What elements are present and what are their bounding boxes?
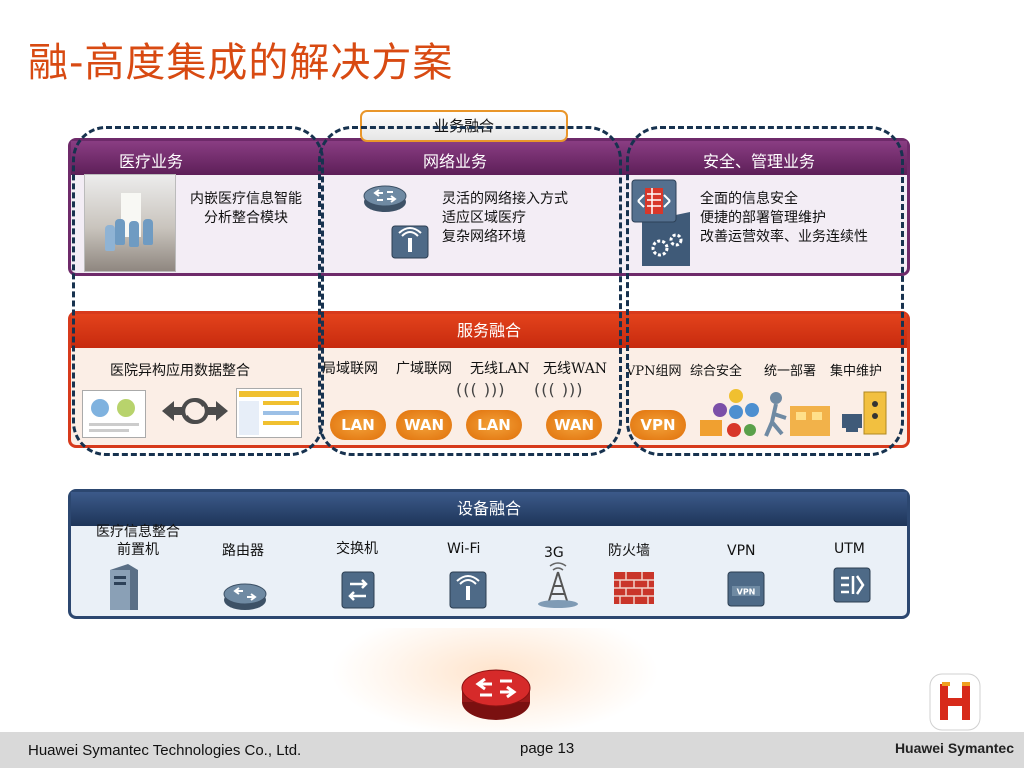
wireless-lan-label: 无线LAN xyxy=(470,361,530,377)
wireless-waves-icon: ((( ))) xyxy=(534,380,584,399)
security-desc-line3: 改善运营效率、业务连续性 xyxy=(700,229,868,245)
utm-device-icon xyxy=(833,567,871,603)
medical-integration-label: 医院异构应用数据整合 xyxy=(110,363,250,379)
network-desc-line1: 灵活的网络接入方式 xyxy=(442,191,568,207)
medical-business-title: 医疗业务 xyxy=(119,152,184,171)
vpn-networking-label: VPN组网 xyxy=(626,364,682,379)
antenna-tower-icon xyxy=(538,562,578,608)
footer-bar: Huawei Symantec Technologies Co., Ltd. p… xyxy=(0,732,1024,768)
medical-data-thumbnail-left xyxy=(82,390,146,438)
integrated-security-label: 综合安全 xyxy=(690,364,743,379)
wireless-waves-icon: ((( ))) xyxy=(456,380,506,399)
security-desc-line2: 便捷的部署管理维护 xyxy=(700,210,826,226)
page-title: 融-高度集成的解决方案 xyxy=(28,40,454,86)
wan-cloud: WAN xyxy=(396,402,452,440)
vpn-label: VPN xyxy=(727,543,756,559)
vpn-device-icon: VPN xyxy=(727,571,765,607)
medical-desc-line1: 内嵌医疗信息智能 xyxy=(190,191,302,207)
brand-name: Huawei Symantec xyxy=(894,740,1014,756)
network-desc-line2: 适应区域医疗 xyxy=(442,210,526,226)
integrated-security-icon xyxy=(700,389,759,437)
medical-frontend-label-line1: 医疗信息整合 xyxy=(96,524,180,540)
business-panel: 医疗业务 网络业务 安全、管理业务 xyxy=(68,138,910,276)
security-business-title: 安全、管理业务 xyxy=(703,152,816,171)
hospital-corridor-image xyxy=(84,174,176,272)
router-label: 路由器 xyxy=(222,543,264,559)
router-icon xyxy=(223,583,267,610)
medical-data-thumbnail-right xyxy=(236,388,302,438)
business-bar: 医疗业务 网络业务 安全、管理业务 xyxy=(71,141,907,175)
router-icon xyxy=(363,185,407,212)
unified-deployment-icon xyxy=(764,392,830,437)
wireless-wan-label: 无线WAN xyxy=(543,361,608,377)
network-desc-line3: 复杂网络环境 xyxy=(442,229,526,245)
unified-deployment-label: 统一部署 xyxy=(764,364,817,379)
device-bar: 设备融合 xyxy=(71,492,907,526)
wireless-wan-cloud: WAN xyxy=(546,402,602,440)
switch-label: 交换机 xyxy=(336,541,378,557)
central-router-icon xyxy=(461,669,531,720)
firewall-icon xyxy=(614,572,654,604)
vpn-cloud: VPN xyxy=(630,402,686,440)
medical-frontend-label-line2: 前置机 xyxy=(117,542,159,558)
footer-company: Huawei Symantec Technologies Co., Ltd. xyxy=(28,742,302,759)
security-desc-line1: 全面的信息安全 xyxy=(700,191,798,207)
utm-label: UTM xyxy=(834,541,865,557)
firewall-label: 防火墙 xyxy=(608,543,650,559)
wireless-lan-cloud: LAN xyxy=(466,402,522,440)
medical-desc-line2: 分析整合模块 xyxy=(204,210,288,226)
wifi-access-point-icon xyxy=(449,571,487,609)
wide-network-label: 广域联网 xyxy=(396,361,452,377)
network-business-title: 网络业务 xyxy=(423,152,488,171)
svg-text:VPN: VPN xyxy=(737,588,756,597)
local-network-label: 局域联网 xyxy=(322,361,378,377)
wifi-label: Wi-Fi xyxy=(447,541,481,557)
service-bar: 服务融合 xyxy=(71,314,907,348)
exchange-arrows-icon xyxy=(162,397,228,425)
huawei-symantec-logo-icon xyxy=(929,673,981,731)
3g-label: 3G xyxy=(544,545,564,561)
server-icon xyxy=(110,564,138,610)
central-maintenance-icon xyxy=(842,391,887,435)
business-fusion-pill: 业务融合 xyxy=(360,110,568,142)
central-maintenance-label: 集中维护 xyxy=(830,364,883,379)
device-panel: 设备融合 xyxy=(68,489,910,619)
security-management-icon xyxy=(631,179,690,266)
footer-page-number: page 13 xyxy=(520,740,575,757)
lan-cloud: LAN xyxy=(330,402,386,440)
wifi-access-point-icon xyxy=(391,225,429,259)
switch-icon xyxy=(341,571,375,609)
